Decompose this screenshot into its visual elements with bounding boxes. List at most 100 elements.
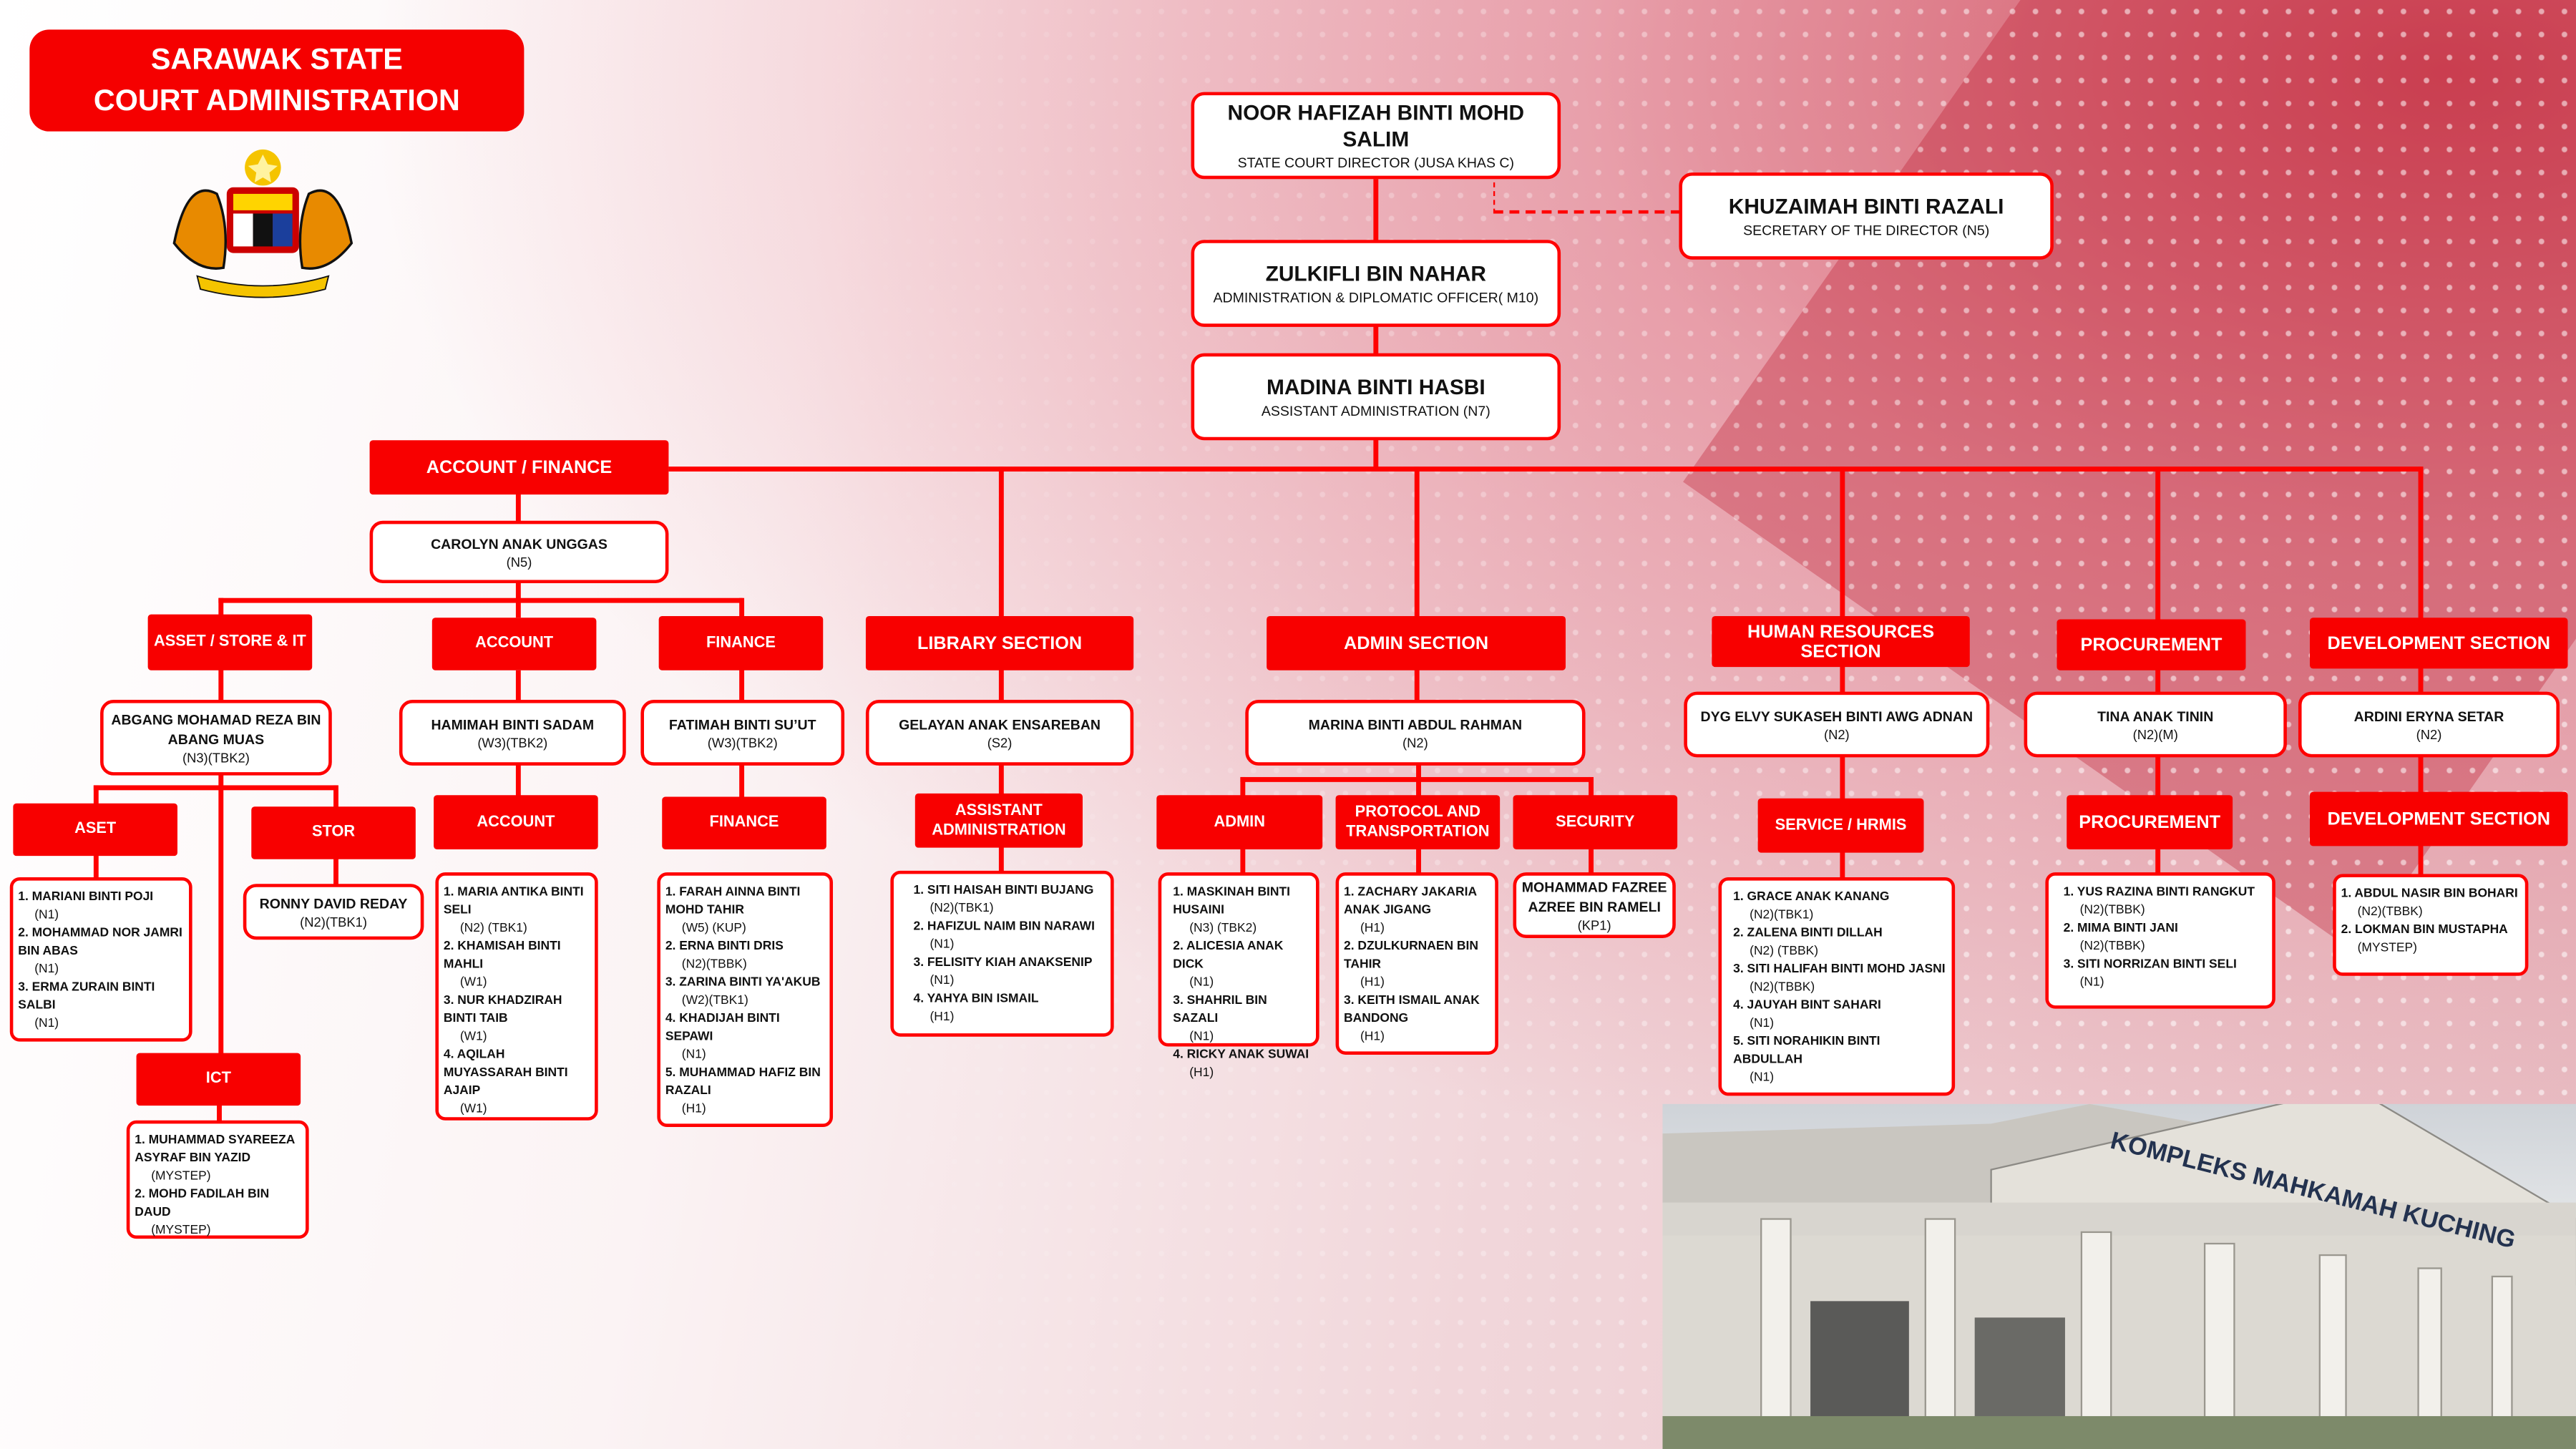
assistant-admin-role: ASSISTANT ADMINISTRATION (N7) [1261,401,1491,419]
staff-name: 2. ZALENA BINTI DILLAH [1733,924,1883,940]
staff-name: 4. KHADIJAH BINTI SEPAWI [665,1010,780,1043]
person-grade: (N2) [2416,726,2442,742]
hr-head-card: DYG ELVY SUKASEH BINTI AWG ADNAN (N2) [1684,691,1990,758]
staff-grade: (N1) [34,1015,59,1030]
staff-grade: (W1) [459,1028,487,1043]
staff-name: 3. SITI HALIFAH BINTI MOHD JASNI [1733,961,1946,976]
staff-list-item: 1. GRACE ANAK KANANG(N2)(TBK1) [1733,887,1946,924]
asset-store-it-header: ASSET / STORE & IT [147,614,313,670]
assistant-admin-name: MADINA BINTI HASBI [1266,374,1485,399]
staff-list-item: 2. HAFIZUL NAIM BIN NARAWI (N1) [914,917,1106,953]
person-name: GELAYAN ANAK ENSAREBAN [899,715,1101,732]
staff-name: 3. ZARINA BINTI YA'AKUB [665,974,821,990]
person-grade: (W3)(TBK2) [707,735,778,751]
staff-grade: (MYSTEP) [151,1222,211,1237]
procurement-section-header: PROCUREMENT [2057,619,2246,670]
staff-grade: (H1) [1360,919,1385,935]
staff-name: 2. MOHAMMAD NOR JAMRI BIN ABAS [18,924,182,958]
staff-grade: (N2)(TBBK) [1750,979,1815,995]
staff-name: 1. FARAH AINNA BINTI MOHD TAHIR [665,884,801,917]
person-grade: (N2)(M) [2132,726,2178,742]
staff-name: 3. NUR KHADZIRAH BINTI TAIB [443,992,562,1025]
person-name: DYG ELVY SUKASEH BINTI AWG ADNAN [1700,707,1974,724]
admin-staff-list: 1. MASKINAH BINTI HUSAINI(N3) (TBK2)2. A… [1158,872,1319,1079]
library-section-header: LIBRARY SECTION [865,615,1134,670]
stor-header: STOR [251,806,416,859]
staff-list-item: 3. ZARINA BINTI YA'AKUB(W2)(TBK1) [665,972,825,1009]
staff-name: 1. ZACHARY JAKARIA ANAK JIGANG [1344,884,1477,917]
staff-list-item: 1. YUS RAZINA BINTI RANGKUT(N2)(TBBK) [2064,882,2268,919]
court-building-photo: KOMPLEKS MAHKAMAH KUCHING [1662,1103,2576,1449]
assistant-admin-card: MADINA BINTI HASBI ASSISTANT ADMINISTRAT… [1191,353,1561,441]
person-name: ARDINI ERYNA SETAR [2353,707,2504,724]
aset-staff-list: 1. MARIANI BINTI POJI(N1)2. MOHAMMAD NOR… [9,877,192,1042]
staff-name: 5. SITI NORAHIKIN BINTI ABDULLAH [1733,1033,1880,1067]
staff-name: 3. ERMA ZURAIN BINTI SALBI [18,979,155,1013]
development-head-card: ARDINI ERYNA SETAR (N2) [2298,691,2560,758]
staff-list-item: 3. KEITH ISMAIL ANAK BANDONG(H1) [1344,990,1490,1045]
staff-list-item: 1. MARIA ANTIKA BINTI SELI(N2) (TBK1) [444,882,590,937]
staff-name: 1. SITI HAISAH BINTI BUJANG [913,882,1094,897]
staff-grade: (H1) [1360,974,1385,990]
admin-section-head-card: MARINA BINTI ABDUL RAHMAN (N2) [1245,700,1586,766]
staff-list-item: 1. FARAH AINNA BINTI MOHD TAHIR(W5) (KUP… [665,882,825,937]
account-header: ACCOUNT [431,618,597,670]
staff-grade: (H1) [930,1008,955,1024]
person-name: CAROLYN ANAK UNGGAS [431,535,608,552]
hr-staff-list: 1. GRACE ANAK KANANG(N2)(TBK1)2. ZALENA … [1718,877,1956,1096]
staff-list-item: 4. JAUYAH BINT SAHARI (N1) [1733,995,1946,1032]
procurement-sub-header: PROCUREMENT [2067,795,2233,849]
staff-list-item: 2. ZALENA BINTI DILLAH(N2) (TBBK) [1733,923,1946,960]
staff-list-item: 3. NUR KHADZIRAH BINTI TAIB (W1) [444,990,590,1045]
staff-list-item: 1. MASKINAH BINTI HUSAINI(N3) (TBK2) [1173,882,1311,937]
staff-grade: (MYSTEP) [151,1168,211,1184]
staff-name: 2. KHAMISAH BINTI MAHLI [443,937,561,971]
staff-grade: (N1) [930,972,955,987]
admin-officer-card: ZULKIFLI BIN NAHAR ADMINISTRATION & DIPL… [1191,240,1561,327]
account-sub-header: ACCOUNT [434,795,598,849]
staff-grade: (H1) [1189,1064,1214,1080]
staff-name: 4. JAUYAH BINT SAHARI [1733,997,1881,1013]
staff-name: 1. ABDUL NASIR BIN BOHARI [2341,885,2518,901]
director-role: STATE COURT DIRECTOR (JUSA KHAS C) [1237,153,1514,170]
procurement-head-card: TINA ANAK TININ (N2)(M) [2024,691,2287,758]
staff-grade: (N2)(TBBK) [681,956,747,971]
staff-name: 4. AQILAH MUYASSARAH BINTI AJAIP [443,1046,568,1098]
development-section-header: DEVELOPMENT SECTION [2310,618,2568,669]
title-line-1: SARAWAK STATE [150,42,403,76]
finance-head-card: FATIMAH BINTI SU’UT (W3)(TBK2) [640,700,845,766]
staff-list-item: 4. KHADIJAH BINTI SEPAWI(N1) [665,1009,825,1063]
staff-list-item: 2. ALICESIA ANAK DICK(N1) [1173,937,1311,991]
account-finance-head-card: CAROLYN ANAK UNGGAS (N5) [369,520,669,584]
secretary-role: SECRETARY OF THE DIRECTOR (N5) [1743,220,1990,238]
asset-head-card: ABGANG MOHAMAD REZA BIN ABANG MUAS (N3)(… [100,700,332,776]
staff-list-item: 4. YAHYA BIN ISMAIL(H1) [914,989,1106,1025]
staff-list-item: 1. MUHAMMAD SYAREEZA ASYRAF BIN YAZID (MY… [135,1131,301,1185]
staff-name: 2. HAFIZUL NAIM BIN NARAWI [913,918,1095,934]
protocol-staff-list: 1. ZACHARY JAKARIA ANAK JIGANG(H1)2. DZU… [1335,872,1498,1055]
staff-name: 1. MARIA ANTIKA BINTI SELI [443,884,584,917]
staff-name: 4. RICKY ANAK SUWAI [1173,1046,1309,1062]
staff-grade: (N1) [930,936,955,952]
staff-name: 1. GRACE ANAK KANANG [1733,889,1890,904]
account-staff-list: 1. MARIA ANTIKA BINTI SELI(N2) (TBK1)2. … [435,872,598,1121]
staff-name: 1. MUHAMMAD SYAREEZA ASYRAF BIN YAZID [135,1131,295,1165]
staff-grade: (N2)(TBBK) [2079,937,2145,953]
staff-list-item: 1. ZACHARY JAKARIA ANAK JIGANG (H1) [1344,882,1490,937]
finance-sub-header: FINANCE [662,796,826,849]
staff-list-item: 3. FELISITY KIAH ANAKSENIP(N1) [914,953,1106,990]
person-grade: (N2) [1823,726,1850,742]
staff-list-item: 2. MOHAMMAD NOR JAMRI BIN ABAS(N1) [18,923,184,977]
staff-grade: (N1) [1750,1015,1775,1030]
staff-grade: (H1) [681,1101,706,1116]
staff-name: 5. MUHAMMAD HAFIZ BIN RAZALI [665,1064,821,1098]
procurement-staff-list: 1. YUS RAZINA BINTI RANGKUT(N2)(TBBK)2. … [2045,872,2275,1009]
person-grade: (N2)(TBK1) [300,914,367,930]
staff-list-item: 2. KHAMISAH BINTI MAHLI(W1) [444,937,590,991]
security-header: SECURITY [1513,795,1678,849]
hr-section-header: HUMAN RESOURCES SECTION [1712,615,1970,668]
person-name: MOHAMMAD FAZREE AZREE BIN RAMELI [1521,878,1667,914]
staff-list-item: 2. MIMA BINTI JANI(N2)(TBBK) [2064,918,2268,955]
staff-list-item: 4. RICKY ANAK SUWAI (H1) [1173,1045,1311,1081]
staff-name: 1. MASKINAH BINTI HUSAINI [1173,884,1290,917]
